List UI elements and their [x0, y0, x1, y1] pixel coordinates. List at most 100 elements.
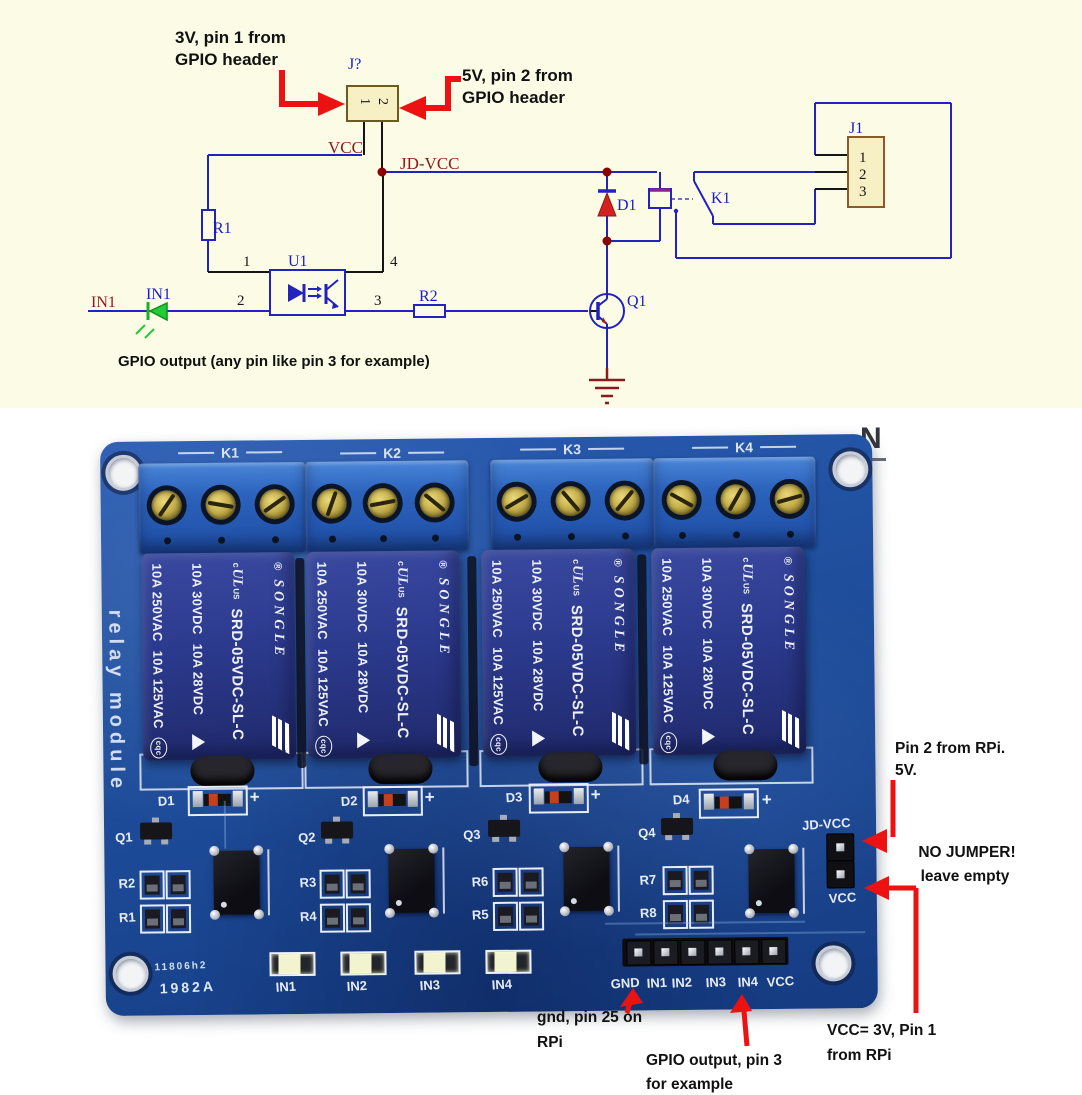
- right-arrowhead-icon: [399, 96, 426, 120]
- silkscreen-vcc: VCC: [828, 889, 857, 907]
- callout-gpio-line1: GPIO output, pin 3: [646, 1052, 782, 1069]
- silkscreen-q4: Q4: [637, 824, 656, 841]
- cqc-mark: cqc: [315, 735, 333, 757]
- smd-diode: [187, 785, 248, 817]
- input-led-symbol: [135, 301, 168, 339]
- terminal-screw: [501, 486, 532, 517]
- smd-transistor: [660, 817, 694, 836]
- diode-d1-symbol: [597, 189, 617, 217]
- annotation-5v-line1: 5V, pin 2 from: [462, 66, 573, 85]
- silkscreen-d2: D2: [340, 792, 358, 809]
- terminal-screw: [609, 485, 640, 516]
- mounting-hole: [112, 955, 149, 992]
- relay-gap-spacer: [295, 557, 307, 769]
- relay-tab: [190, 755, 255, 787]
- resistor-r1-symbol: [201, 209, 216, 241]
- label-led-in1: IN1: [146, 286, 171, 303]
- silkscreen-q3: Q3: [462, 826, 481, 843]
- j1-pin1: 1: [859, 150, 867, 166]
- songle-stripes-icon: [779, 708, 800, 749]
- silkscreen-r8: R8: [639, 904, 658, 921]
- callout-nojumper-line2: leave empty: [921, 868, 1010, 885]
- optocoupler-chip: [384, 843, 440, 919]
- net-label-jdvcc: JD-VCC: [400, 154, 460, 173]
- label-q1: Q1: [627, 293, 647, 310]
- schematic-leads: [208, 121, 848, 312]
- triangle-mark-icon: [531, 730, 545, 747]
- ground-symbol: [589, 368, 625, 405]
- annotation-gpio-output: GPIO output (any pin like pin 3 for exam…: [118, 353, 430, 370]
- callout-gpio-line2: for example: [646, 1076, 733, 1093]
- annotation-3v-line1: 3V, pin 1 from: [175, 28, 286, 47]
- optocoupler-chip: [559, 841, 615, 917]
- gpio-header-connector-j: [346, 85, 399, 122]
- label-r1: R1: [213, 220, 232, 237]
- status-led: [414, 950, 461, 975]
- mounting-hole: [815, 945, 852, 982]
- header-label-gnd: GND: [610, 974, 641, 992]
- schematic-background: [0, 0, 1082, 408]
- smd-diode: [528, 782, 589, 814]
- status-led: [485, 949, 532, 975]
- jq-pin2: 2: [375, 98, 390, 105]
- net-label-vcc: VCC: [328, 138, 363, 157]
- smd-transistor: [321, 821, 354, 839]
- silkscreen-r4: R4: [299, 908, 318, 925]
- relay-k1-symbol: [648, 188, 679, 214]
- optocoupler-u1-symbol: [269, 269, 346, 316]
- callout-gnd-line1: gnd, pin 25 on: [537, 1009, 642, 1026]
- relay-tab: [538, 751, 603, 783]
- led-label-in3: IN3: [419, 977, 441, 994]
- silkscreen-d1: D1: [157, 792, 175, 809]
- cqc-mark: cqc: [150, 737, 168, 759]
- optocoupler-chip: [209, 845, 265, 920]
- label-d1: D1: [617, 197, 637, 214]
- board-code-1: 11806h2: [154, 960, 208, 974]
- silkscreen-r5: R5: [471, 906, 490, 923]
- header-label-in4: IN4: [737, 973, 759, 990]
- header-label-in2: IN2: [671, 974, 693, 991]
- label-j1: J1: [849, 120, 863, 137]
- silkscreen-d3: D3: [505, 789, 523, 806]
- led-label-in4: IN4: [491, 976, 513, 993]
- relay-module-board: relay module K1 K2 K3 K4: [100, 433, 878, 1017]
- callout-pin2-line2: 5V.: [895, 762, 917, 779]
- jdvcc-jumper-pin: [826, 833, 855, 862]
- junction-dots: [377, 167, 612, 246]
- songle-stripes-icon: [434, 712, 455, 753]
- relay-driver-schematic: 3V, pin 1 from GPIO header 5V, pin 2 fro…: [0, 0, 1082, 408]
- channel-label-k2: K2: [340, 444, 445, 461]
- u1-pin1: 1: [243, 254, 251, 270]
- jq-pin1: 1: [357, 98, 372, 105]
- header-label-in1: IN1: [646, 974, 668, 991]
- j1-pin2: 2: [859, 167, 867, 183]
- board-code-2: 1982A: [159, 977, 217, 997]
- relay-tab: [713, 749, 778, 781]
- terminal-screw: [151, 490, 182, 521]
- channel-label-k1: K1: [178, 444, 283, 461]
- board-side-text: relay module: [104, 609, 129, 794]
- header-label-in3: IN3: [705, 974, 727, 991]
- silkscreen-r1: R1: [118, 909, 137, 926]
- silkscreen-r3: R3: [299, 874, 317, 891]
- terminal-screw: [774, 483, 805, 514]
- u1-pin4: 4: [390, 254, 398, 270]
- left-arrowhead-icon: [318, 92, 345, 116]
- callout-nojumper-line1: NO JUMPER!: [918, 844, 1015, 861]
- label-u1: U1: [288, 253, 308, 270]
- net-label-in1: IN1: [91, 294, 116, 311]
- status-led: [340, 951, 387, 976]
- mounting-hole: [832, 451, 869, 488]
- schematic-red-arrows: [279, 70, 461, 111]
- terminal-screw: [720, 484, 751, 515]
- triangle-mark-icon: [356, 732, 370, 749]
- smd-diode: [362, 785, 423, 817]
- callout-gnd-line2: RPi: [537, 1034, 563, 1051]
- cqc-mark: cqc: [490, 734, 508, 755]
- optocoupler-chip: [744, 843, 800, 919]
- resistor-r2-symbol: [413, 304, 446, 318]
- terminal-screw: [666, 484, 697, 516]
- smd-diode: [698, 788, 759, 819]
